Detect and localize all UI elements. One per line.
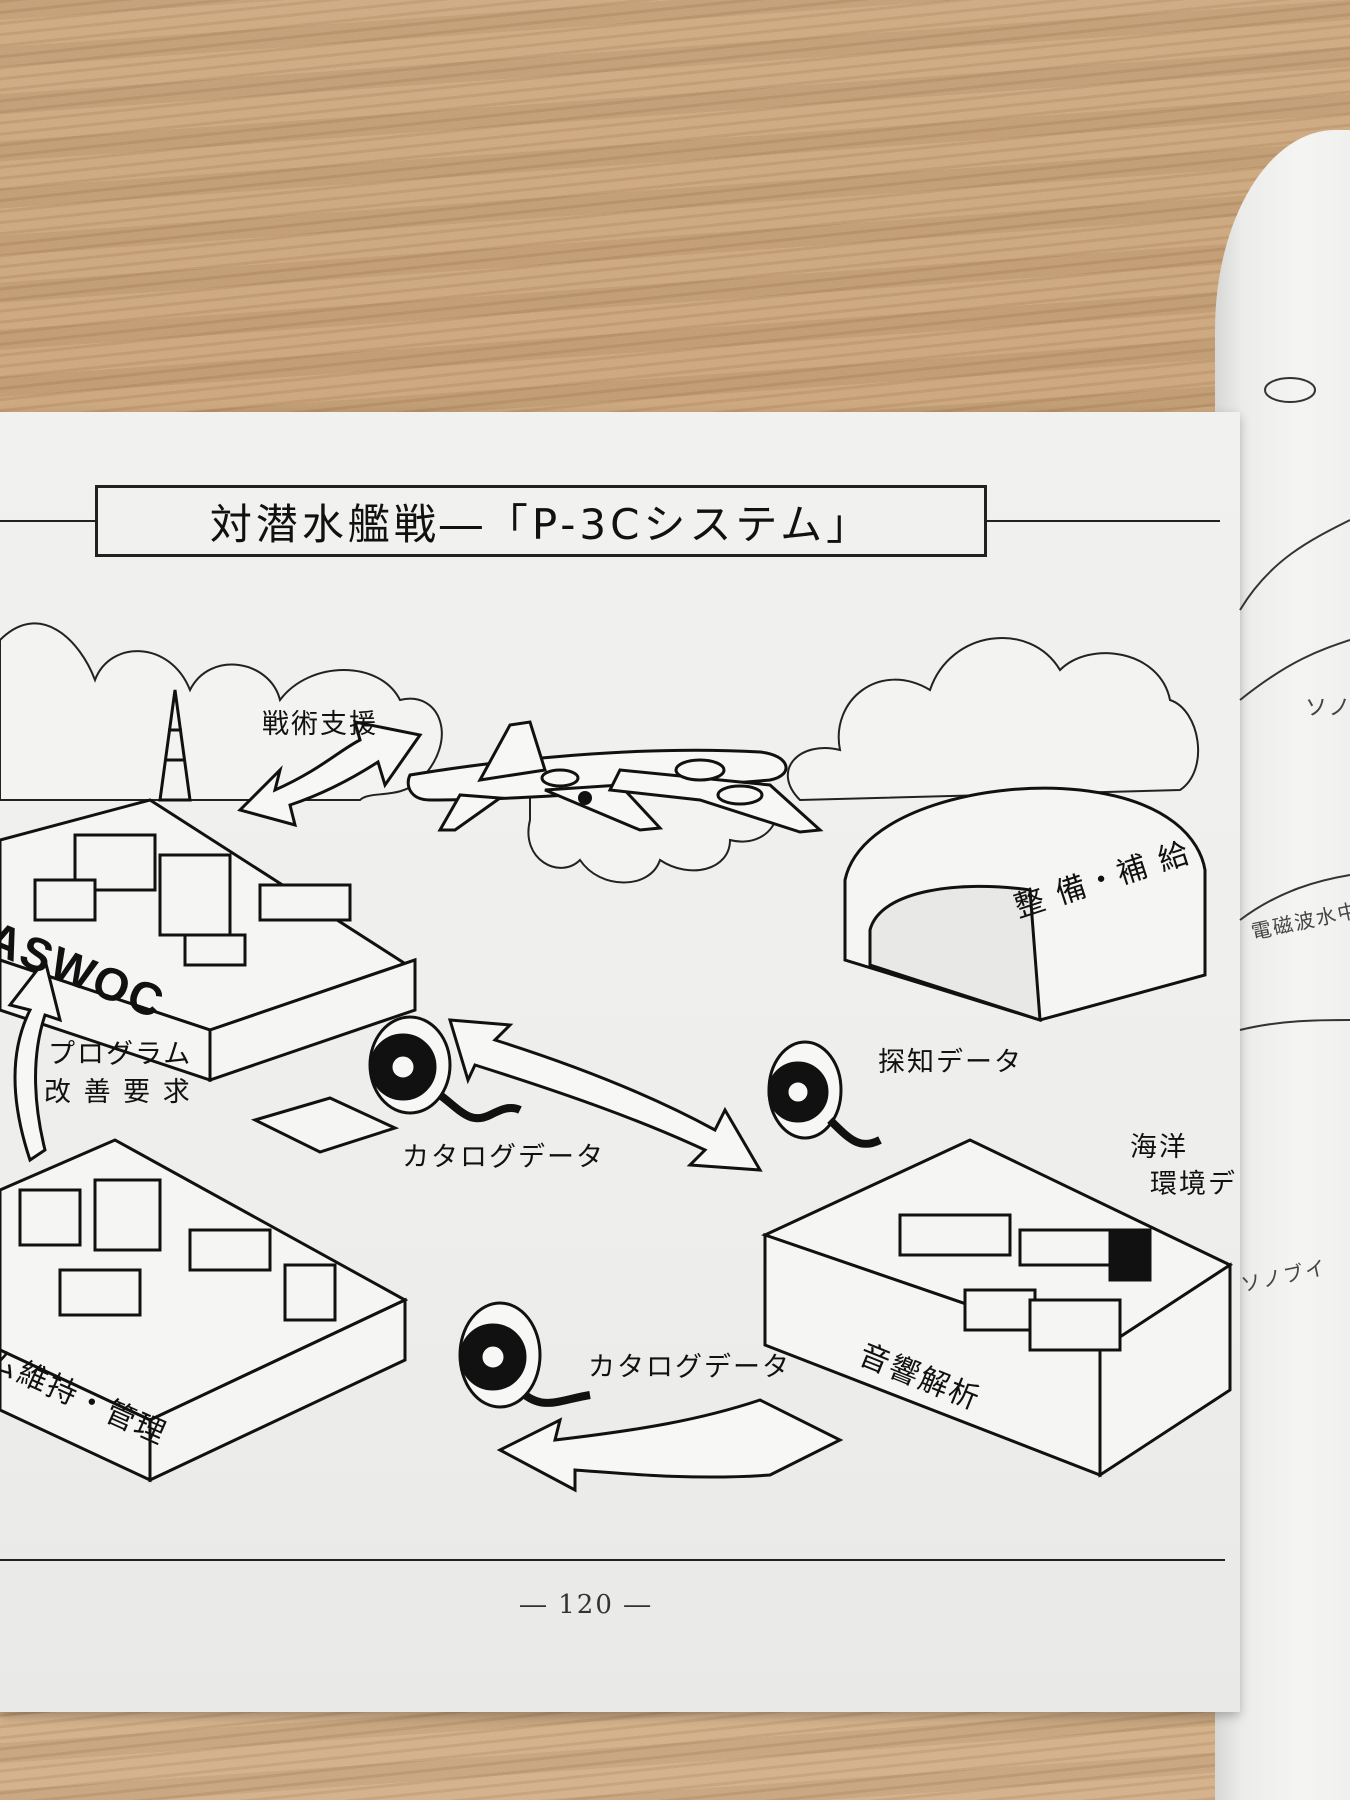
page-title: 対潜水艦戦―「P-3Cシステム」 bbox=[209, 499, 873, 549]
tape-reel-lower bbox=[458, 1301, 591, 1409]
detection-data-label: 探知データ bbox=[878, 1047, 1023, 1078]
ocean-environment-label-line2: 環境デ bbox=[1150, 1169, 1237, 1200]
tape-reel-right bbox=[767, 1040, 882, 1148]
title-box: 対潜水艦戦―「P-3Cシステム」 bbox=[95, 485, 987, 557]
system-maintenance-building bbox=[0, 1138, 409, 1483]
p3c-aircraft bbox=[406, 720, 824, 834]
tape-reel-upper bbox=[368, 1015, 522, 1123]
facing-page-sketch bbox=[1239, 377, 1350, 1031]
catalog-data-arrow-diagonal bbox=[447, 1018, 763, 1172]
page-number: ― 120 ― bbox=[520, 1590, 653, 1620]
facing-page-text-1: ソノ bbox=[1305, 696, 1350, 721]
tactical-support-arrow bbox=[237, 720, 423, 828]
program-request-label-line2: 改 善 要 求 bbox=[44, 1077, 192, 1108]
tactical-support-label: 戦術支援 bbox=[262, 709, 378, 740]
right-cloud bbox=[786, 637, 1200, 802]
catalog-data-label-upper: カタログデータ bbox=[402, 1142, 605, 1173]
ocean-environment-label-line1: 海洋 bbox=[1130, 1132, 1188, 1163]
aswoc-building bbox=[0, 689, 417, 1083]
hangar bbox=[843, 786, 1207, 1023]
program-request-arrow bbox=[7, 956, 63, 1163]
program-request-label-line1: プログラム bbox=[48, 1039, 193, 1070]
catalog-data-label-lower: カタログデータ bbox=[588, 1352, 791, 1383]
catalog-data-arrow-lower bbox=[496, 1398, 844, 1493]
acoustic-analysis-building bbox=[760, 1138, 1234, 1478]
center-cloud bbox=[527, 789, 779, 884]
tape-case bbox=[250, 1096, 400, 1154]
